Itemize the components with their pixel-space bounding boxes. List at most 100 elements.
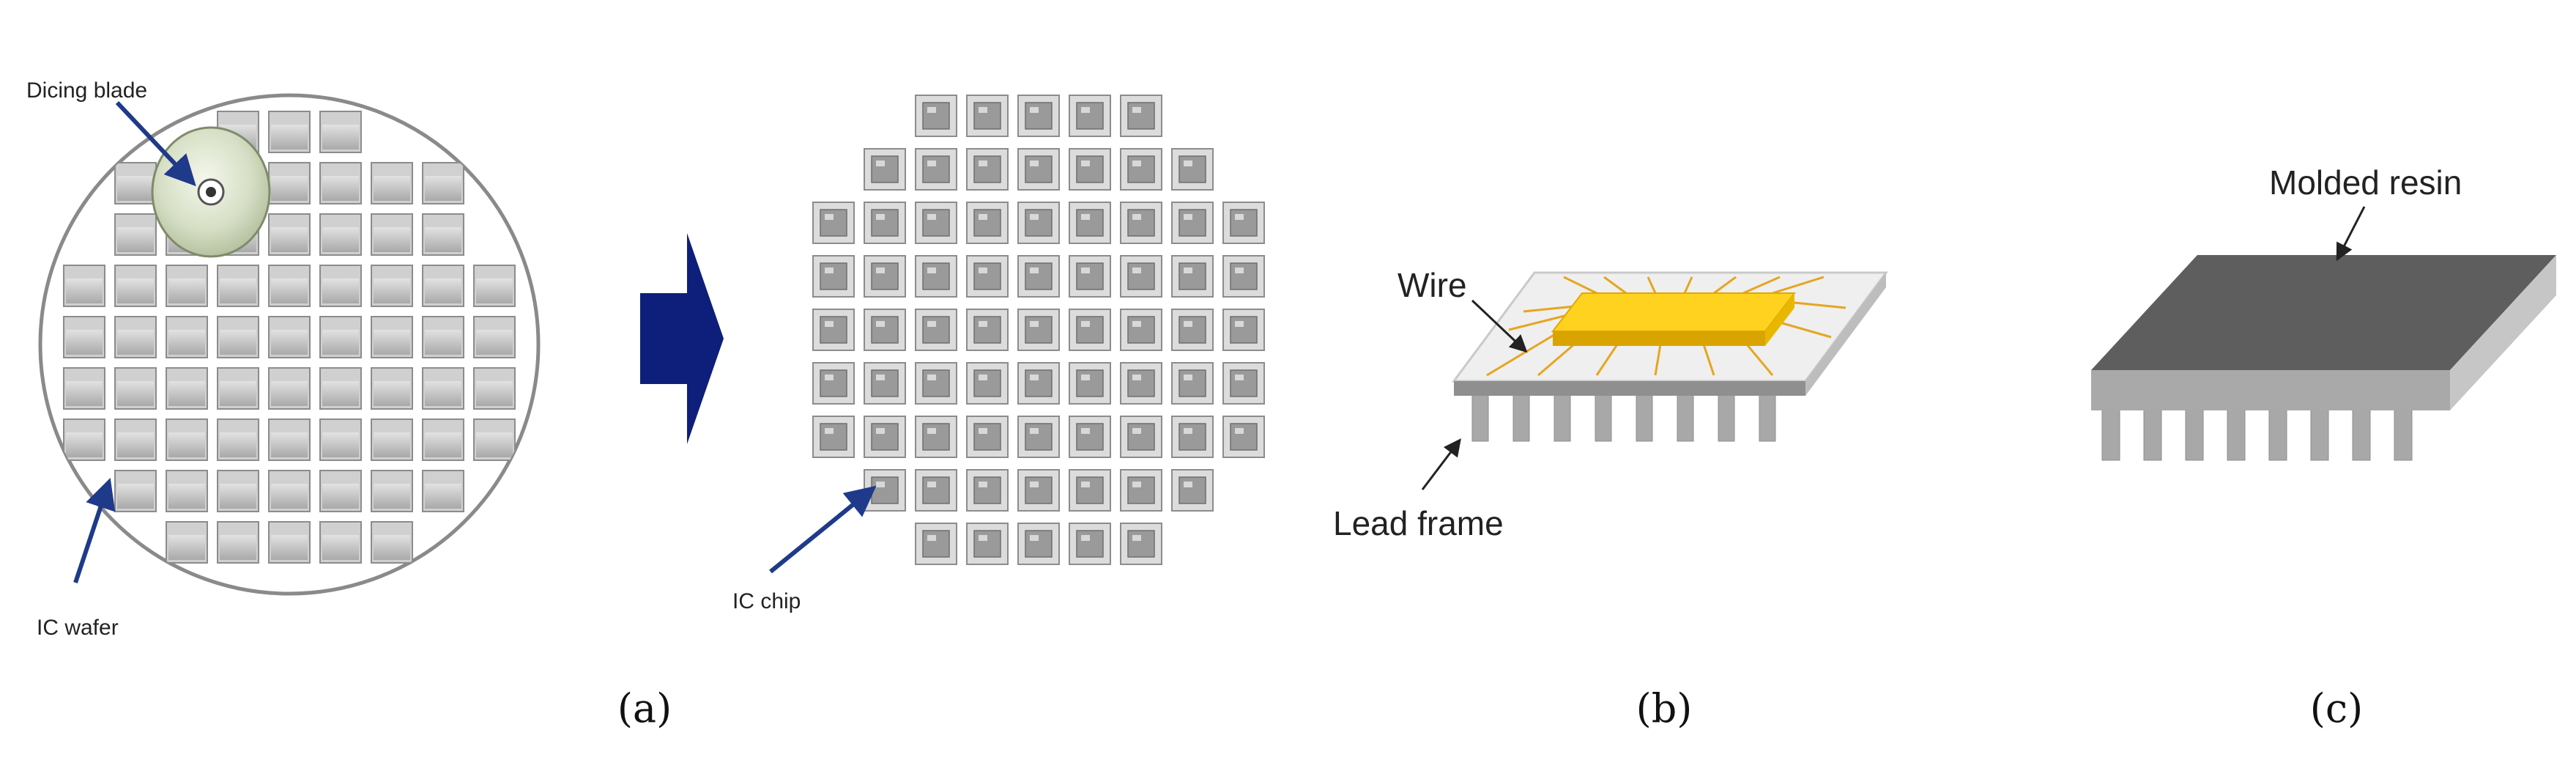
ic-chip: [915, 523, 957, 565]
wafer-die: [268, 316, 311, 358]
ic-chip: [966, 95, 1009, 137]
wafer-die: [319, 418, 362, 461]
bond-wire: [1508, 314, 1568, 331]
wafer-die: [371, 162, 413, 204]
wafer-die: [114, 367, 157, 410]
ic-chip: [966, 469, 1009, 512]
wafer-die: [217, 470, 259, 512]
wafer-die: [319, 265, 362, 307]
wafer-die: [217, 521, 259, 564]
wafer-die: [63, 367, 105, 410]
wafer-die-grid: [63, 111, 516, 564]
panel-c: Molded resin: [2091, 163, 2556, 461]
wafer-die: [473, 418, 516, 461]
wafer-die: [268, 367, 311, 410]
wafer-die: [63, 316, 105, 358]
ic-chip: [1017, 469, 1060, 512]
wafer-die: [371, 265, 413, 307]
bond-wire: [1742, 276, 1781, 295]
ic-chip: [1017, 416, 1060, 458]
wafer-die: [114, 213, 157, 256]
ic-chip: [864, 309, 906, 351]
wafer-die: [422, 418, 464, 461]
ic-chip: [1069, 523, 1111, 565]
lead-frame-pointer: [1421, 438, 1461, 490]
lead-frame-label: Lead frame: [1333, 504, 1504, 542]
wafer-die: [63, 418, 105, 461]
ic-chip: [966, 148, 1009, 191]
ic-chip: [1069, 148, 1111, 191]
wafer-die: [166, 367, 208, 410]
ic-chip: [1120, 416, 1162, 458]
ic-chip: [966, 309, 1009, 351]
ic-chip: [1017, 148, 1060, 191]
caption-c: (c): [2310, 685, 2363, 731]
molded-resin-label: Molded resin: [2269, 163, 2462, 202]
wafer-die: [422, 470, 464, 512]
ic-chip: [1017, 255, 1060, 298]
ic-chip: [864, 202, 906, 244]
wafer-die: [319, 521, 362, 564]
ic-chip: [1222, 309, 1265, 351]
wafer-die: [166, 521, 208, 564]
ic-chip: [1222, 416, 1265, 458]
wafer-die: [319, 213, 362, 256]
ic-chip: [1120, 255, 1162, 298]
wafer-die: [114, 470, 157, 512]
ic-chip: [812, 362, 855, 405]
bond-wire: [1786, 300, 1846, 309]
wafer-die: [371, 521, 413, 564]
ic-chip: [1120, 148, 1162, 191]
bond-wire: [1523, 305, 1575, 313]
wafer-die: [371, 316, 413, 358]
bond-wire: [1683, 276, 1693, 294]
caption-b: (b): [1636, 685, 1693, 731]
molded-resin: [2091, 255, 2556, 370]
wafer-die: [422, 367, 464, 410]
ic-chip: [1017, 202, 1060, 244]
ic-chip: [915, 362, 957, 405]
ic-chip: [1069, 416, 1111, 458]
dicing-blade-pointer: [115, 100, 196, 187]
ic-chip: [966, 416, 1009, 458]
ic-chip: [966, 523, 1009, 565]
ic-wafer-pointer: [73, 478, 116, 583]
ic-chip: [1222, 255, 1265, 298]
wafer-die: [268, 470, 311, 512]
ic-chip: [1017, 95, 1060, 137]
wafer-die: [114, 162, 157, 204]
wafer-die: [319, 470, 362, 512]
ic-chip: [812, 416, 855, 458]
wafer-die: [268, 213, 311, 256]
wafer-die: [473, 265, 516, 307]
ic-chip: [1120, 469, 1162, 512]
ic-chip: [1120, 523, 1162, 565]
ic-chip: [1069, 469, 1111, 512]
wafer-die: [371, 418, 413, 461]
ic-chip-die: [1551, 292, 1797, 346]
ic-chip: [915, 469, 957, 512]
wafer-die: [268, 162, 311, 204]
ic-chip: [1171, 469, 1214, 512]
lead-frame-leads: [1471, 380, 1776, 442]
wafer-die: [114, 418, 157, 461]
wafer-die: [371, 470, 413, 512]
wafer-die: [371, 367, 413, 410]
ic-chip: [812, 202, 855, 244]
wafer-die: [217, 265, 259, 307]
wafer-die: [422, 316, 464, 358]
wafer-die: [473, 367, 516, 410]
ic-chip: [1120, 202, 1162, 244]
wafer-die: [217, 367, 259, 410]
ic-chip: [1120, 362, 1162, 405]
ic-wafer-label: IC wafer: [37, 616, 119, 640]
ic-chip: [966, 202, 1009, 244]
wafer-die: [166, 470, 208, 512]
ic-chip: [1171, 202, 1214, 244]
wafer-die: [268, 265, 311, 307]
ic-chip: [915, 416, 957, 458]
ic-chip: [1120, 309, 1162, 351]
bond-wire: [1603, 276, 1627, 295]
ic-chip: [1069, 309, 1111, 351]
bond-wire: [1772, 276, 1825, 295]
